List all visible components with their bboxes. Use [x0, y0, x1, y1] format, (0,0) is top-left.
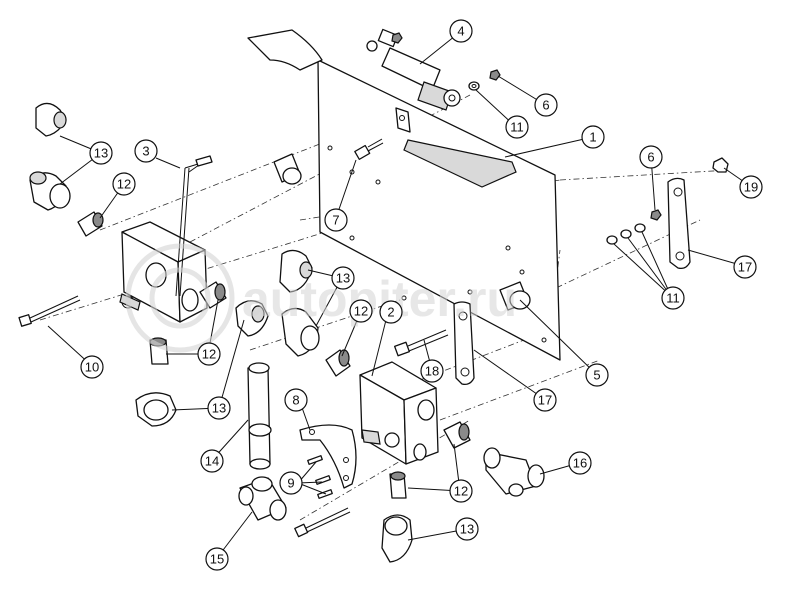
bolt-18: [394, 329, 449, 357]
elbow-fitting-13-left-low: [135, 392, 177, 427]
bracket-8: [299, 424, 357, 489]
elbow-fitting-13-mid: [29, 171, 71, 211]
callout-6-top: 6: [534, 93, 558, 117]
bolt-10: [18, 295, 81, 327]
callout-label: 8: [292, 393, 299, 408]
washer-11-top: [468, 81, 480, 91]
callout-label: 7: [332, 213, 339, 228]
bolt-7: [354, 138, 384, 160]
callout-17-center: 17: [533, 388, 557, 412]
callout-label: 5: [593, 368, 600, 383]
callout-label: 10: [85, 360, 99, 375]
plate-17-right: [667, 177, 691, 270]
callout-label: 6: [647, 150, 654, 165]
callout-label: 17: [538, 393, 552, 408]
fitting-12-bottom: [389, 471, 407, 499]
callout-12-center: 12: [349, 299, 373, 323]
washers-11-right: [606, 223, 646, 245]
callout-label: 17: [738, 260, 752, 275]
callout-label: 12: [202, 347, 216, 362]
callout-label: 6: [542, 98, 549, 113]
callout-16: 16: [568, 451, 592, 475]
lever-rod-3: [175, 155, 213, 297]
callout-label: 13: [94, 146, 108, 161]
callout-18: 18: [420, 359, 444, 383]
callout-12-left: 12: [197, 342, 221, 366]
elbow-fitting-13-top: [35, 102, 67, 137]
tee-fitting-16: [483, 447, 545, 497]
callout-5: 5: [585, 363, 609, 387]
callout-label: 14: [205, 454, 219, 469]
callout-12-bottom: 12: [449, 479, 473, 503]
nut-6-top: [489, 69, 501, 81]
callout-17-right: 17: [733, 255, 757, 279]
callout-19: 19: [739, 175, 763, 199]
callout-15: 15: [205, 547, 229, 571]
callout-2: 2: [379, 300, 403, 324]
bolt-bottom: [294, 507, 351, 538]
pipe-14: [235, 300, 272, 470]
elbow-fitting-13-center-low: [281, 307, 320, 357]
callout-13-left: 13: [207, 396, 231, 420]
callout-13-center: 13: [331, 266, 355, 290]
watermark: autopiter.ru: [125, 243, 517, 353]
callout-7: 7: [324, 208, 348, 232]
nut-19: [712, 157, 729, 173]
callout-label: 9: [287, 476, 294, 491]
callout-label: 12: [354, 304, 368, 319]
elbow-fitting-13-bottom: [381, 514, 413, 563]
callout-label: 13: [460, 522, 474, 537]
spacer-upper: [273, 153, 302, 185]
fitting-12-center: [325, 349, 351, 377]
nut-6-right: [650, 209, 662, 221]
callout-label: 12: [454, 484, 468, 499]
callout-label: 3: [142, 144, 149, 159]
callout-6-right: 6: [639, 145, 663, 169]
callouts: 1 2 3 4 5 6 6 7 8 9 10 11 11 12 12 12 12…: [80, 19, 763, 571]
valve-box-left: [119, 221, 208, 323]
callout-label: 2: [387, 305, 394, 320]
fitting-12-right-box: [443, 421, 471, 449]
watermark-text: autopiter.ru: [242, 271, 517, 327]
callout-label: 4: [457, 24, 464, 39]
callout-11-right: 11: [661, 286, 685, 310]
callout-label: 19: [744, 180, 758, 195]
actuator-cylinder: [366, 28, 461, 111]
elbow-fitting-13-center: [279, 249, 313, 293]
valve-box-right: [359, 361, 439, 465]
callout-label: 18: [425, 364, 439, 379]
nut-top-left: [391, 32, 403, 44]
callout-9: 9: [279, 471, 303, 495]
callout-label: 15: [210, 552, 224, 567]
fitting-12-top: [77, 211, 104, 237]
callout-label: 13: [212, 401, 226, 416]
callout-label: 11: [510, 120, 524, 135]
callout-label: 13: [336, 271, 350, 286]
callout-label: 16: [573, 456, 587, 471]
callout-11-top: 11: [505, 115, 529, 139]
callout-4: 4: [449, 19, 473, 43]
callout-13-top: 13: [89, 141, 113, 165]
mounting-plate: [247, 29, 561, 361]
callout-label: 1: [589, 130, 596, 145]
callout-10: 10: [80, 355, 104, 379]
callout-3: 3: [134, 139, 158, 163]
callout-label: 11: [666, 291, 680, 306]
callout-14: 14: [200, 449, 224, 473]
callout-1: 1: [581, 125, 605, 149]
callout-label: 12: [117, 177, 131, 192]
callout-8: 8: [284, 388, 308, 412]
callout-13-bottom: 13: [455, 517, 479, 541]
plate-17-center: [453, 301, 475, 386]
tee-fitting-15: [238, 476, 287, 521]
callout-12-top: 12: [112, 172, 136, 196]
